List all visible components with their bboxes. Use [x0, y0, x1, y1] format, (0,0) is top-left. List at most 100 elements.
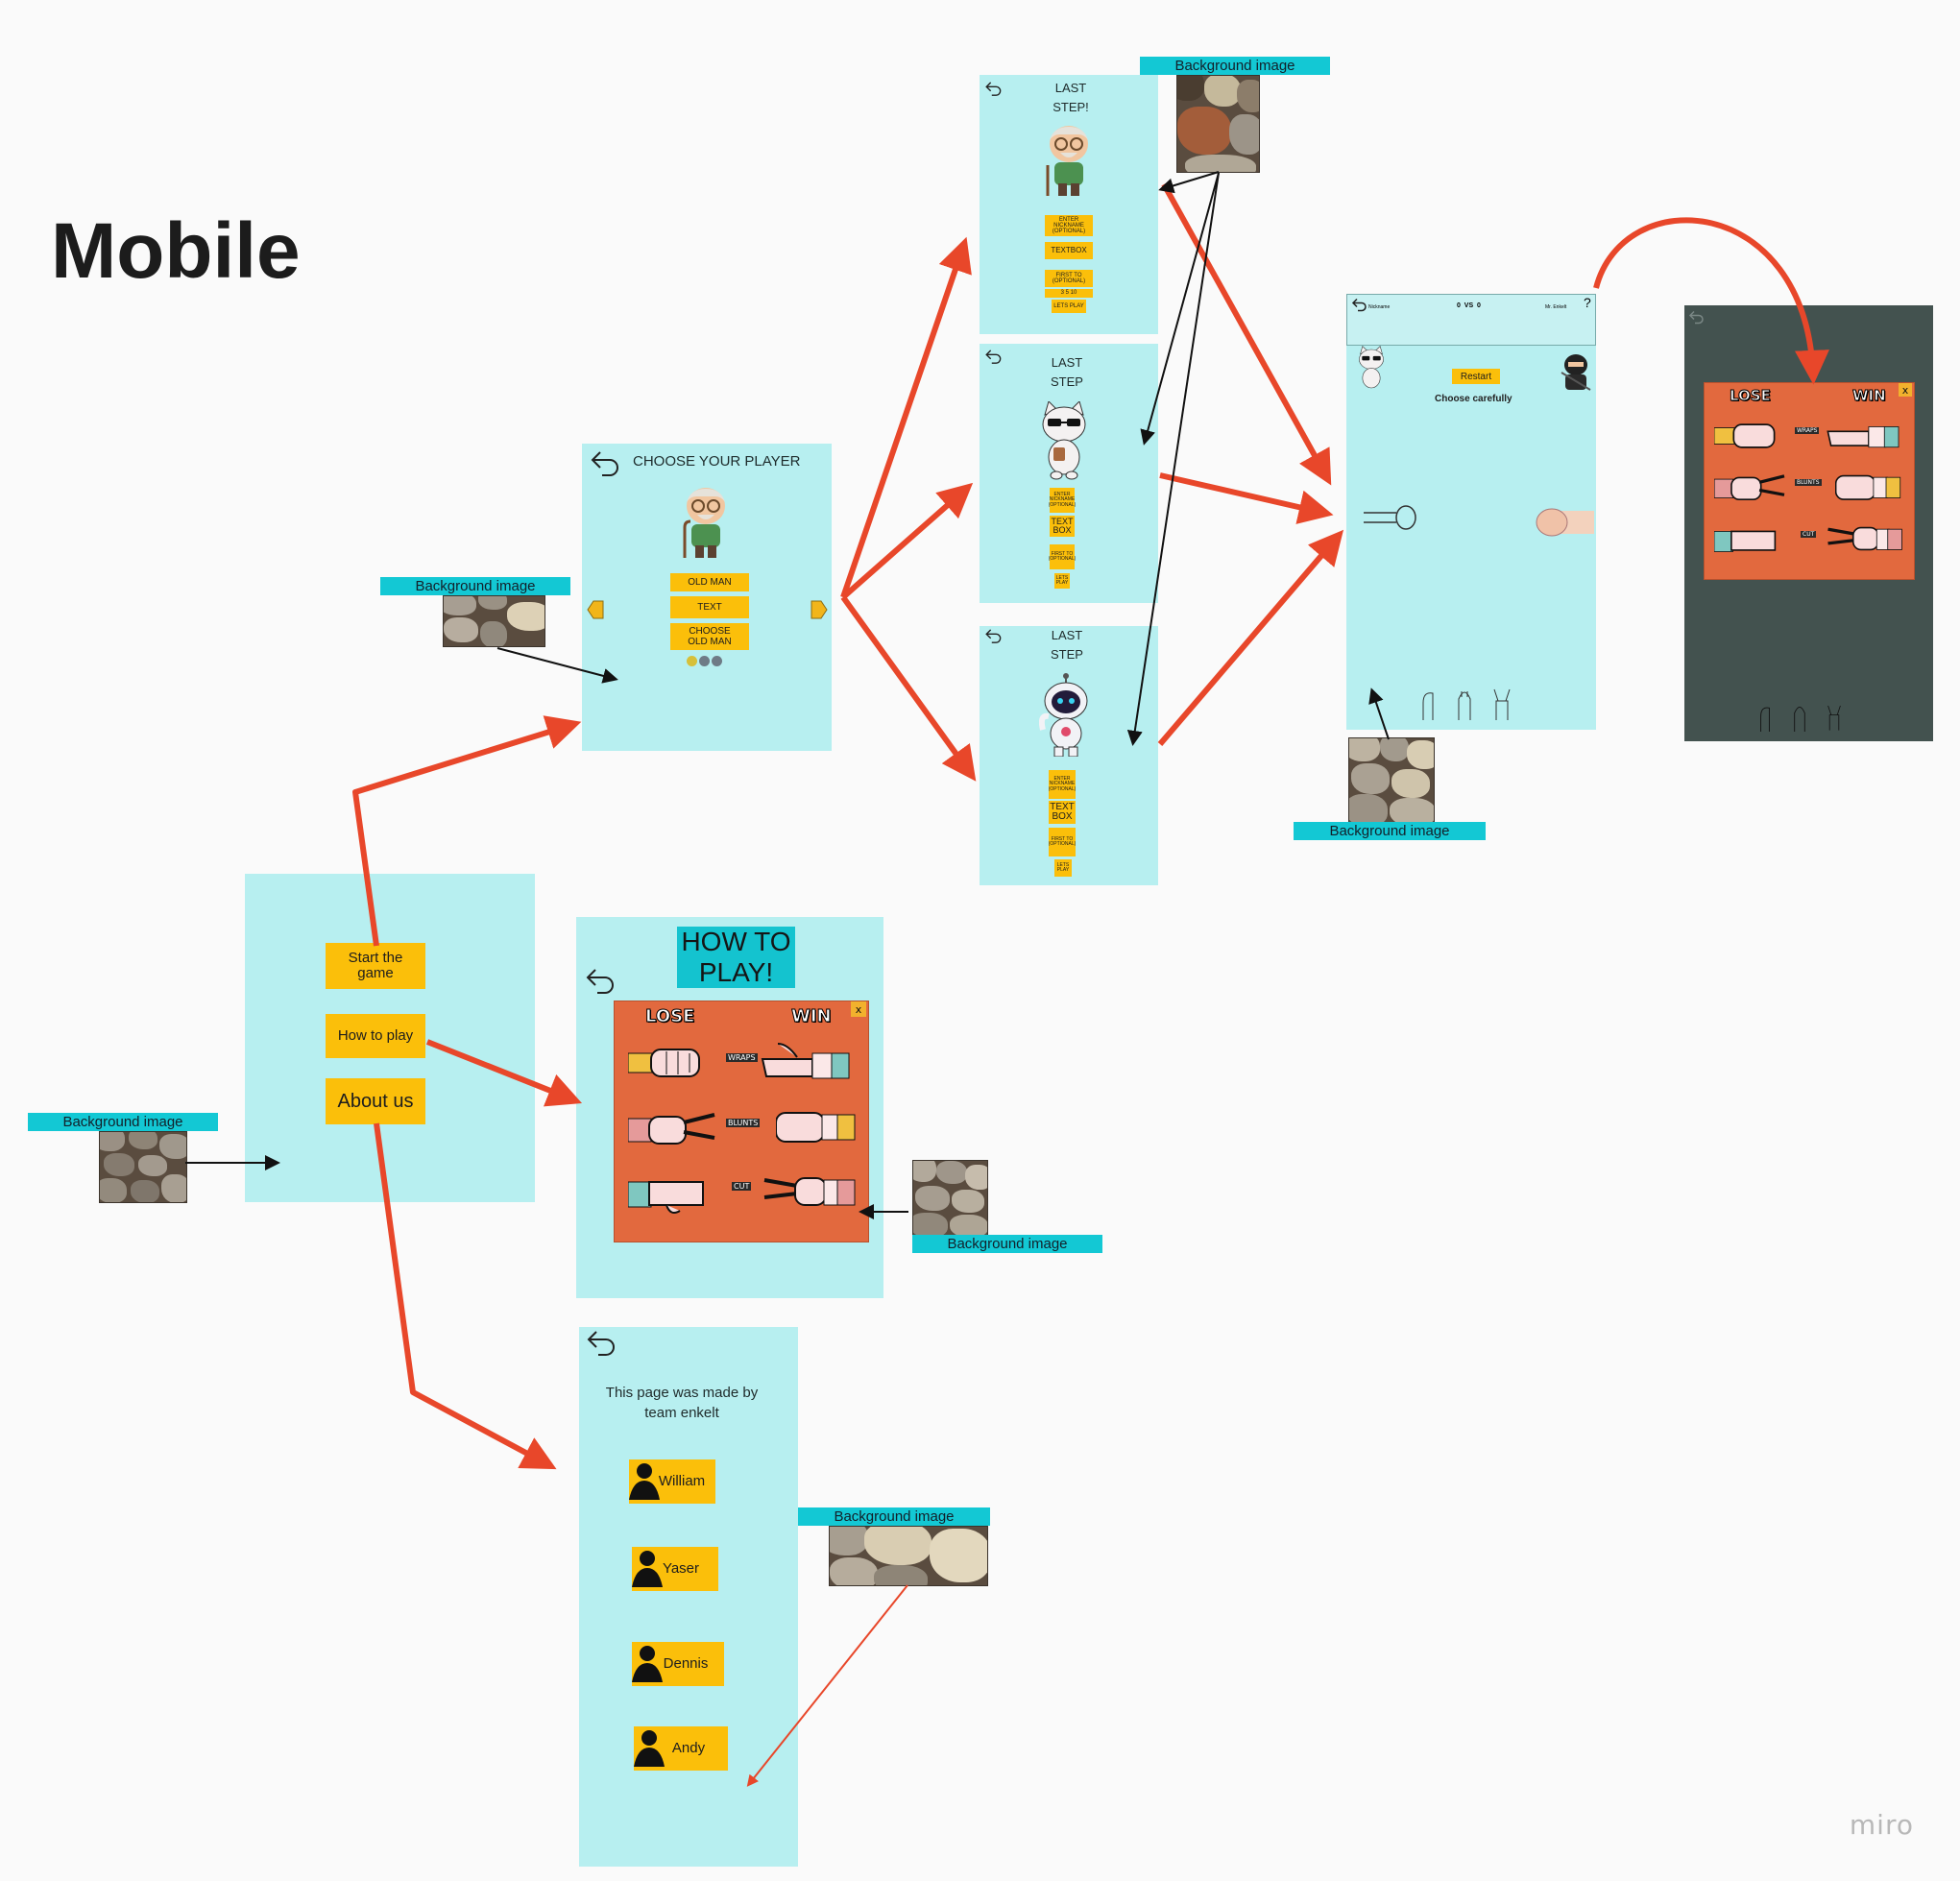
person-silhouette-icon: [634, 1730, 665, 1767]
close-icon[interactable]: x: [851, 1001, 866, 1017]
game-header: Nickname 0 VS 0 Mr. Enkelt ?: [1346, 294, 1596, 346]
win-label: WIN: [1852, 387, 1887, 405]
first-to-label: FIRST TO (OPTIONAL): [1049, 544, 1076, 569]
back-arrow-icon[interactable]: [585, 1327, 619, 1358]
restart-button[interactable]: Restart: [1452, 369, 1500, 384]
about-bg-image: [829, 1526, 988, 1586]
game-bg-tag: Background image: [1294, 822, 1486, 840]
about-text: This page was made by team enkelt: [605, 1385, 759, 1421]
help-icon[interactable]: ?: [1584, 295, 1591, 310]
bg-connector: [1126, 172, 1220, 746]
bg-connector: [1158, 171, 1220, 194]
choose-bg-image: [443, 595, 545, 647]
player-nickname: Nickname: [1368, 304, 1391, 310]
rock-hand-icon: [1835, 474, 1901, 500]
last-step-3-title: LAST STEP: [1051, 628, 1083, 662]
rules-panel: LOSE WIN x WRAPS BLUNTS CUT: [614, 1001, 869, 1242]
person-silhouette-icon: [629, 1463, 660, 1500]
player-text-field[interactable]: TEXT: [670, 596, 749, 618]
choose-old-man-button[interactable]: CHOOSE OLD MAN: [670, 623, 749, 650]
about-bg-tag: Background image: [798, 1507, 990, 1526]
member-name: William: [658, 1472, 706, 1489]
back-arrow-icon[interactable]: [1688, 309, 1706, 325]
game-bg-image: [1348, 737, 1435, 824]
choose-bg-tag: Background image: [380, 577, 570, 595]
flow-arrow: [1593, 217, 1829, 385]
flow-arrow: [1159, 472, 1334, 524]
scissors-sketch-icon: [1364, 505, 1416, 530]
choose-player-title: CHOOSE YOUR PLAYER: [633, 453, 801, 470]
how-to-play-title: HOW TO PLAY!: [677, 927, 795, 988]
last-step-1-frame: LAST STEP! ENTER NICKNAME (OPTIONAL) TEX…: [980, 75, 1158, 334]
cut-label: CUT: [732, 1182, 752, 1191]
scissors-hand-icon: [1714, 474, 1785, 500]
flow-arrow: [1161, 182, 1332, 486]
lets-play-button[interactable]: LETS PLAY: [1052, 300, 1086, 313]
nickname-textbox[interactable]: TEXT BOX: [1050, 516, 1075, 537]
back-arrow-icon[interactable]: [1351, 297, 1368, 312]
rules-panel: LOSE WIN x WRAPS BLUNTS CUT: [1704, 382, 1915, 580]
paper-hand-icon: [1714, 530, 1777, 552]
last-step-3-frame: LAST STEP ENTER NICKNAME (OPTIONAL) TEXT…: [980, 626, 1158, 885]
cat-avatar: [1042, 401, 1086, 480]
lets-play-button[interactable]: LETS PLAY: [1054, 573, 1070, 589]
choose-carefully-text: Choose carefully: [1435, 394, 1512, 404]
nickname-label: ENTER NICKNAME (OPTIONAL): [1049, 488, 1076, 513]
paper-choice-icon[interactable]: [1456, 687, 1473, 720]
fist-icon: [1536, 508, 1594, 537]
cat-avatar: [1359, 346, 1384, 389]
first-to-label: FIRST TO (OPTIONAL): [1049, 828, 1076, 856]
last-step-1-title: LAST STEP!: [1053, 81, 1089, 114]
robot-avatar: [1039, 673, 1088, 757]
member-name: Yaser: [662, 1559, 700, 1577]
member-dennis[interactable]: Dennis: [632, 1642, 724, 1686]
scissors-hand-icon: [628, 1113, 715, 1145]
opponent-name: Mr. Enkelt: [1545, 304, 1567, 310]
miro-watermark: miro: [1849, 1809, 1914, 1841]
scissors-choice-icon[interactable]: [1492, 687, 1512, 720]
bg-connector: [1140, 172, 1220, 446]
right-arrow-icon[interactable]: [811, 600, 828, 619]
member-andy[interactable]: Andy: [634, 1726, 728, 1771]
lets-play-button[interactable]: LETS PLAY: [1054, 859, 1072, 877]
first-to-options[interactable]: 3 5 10: [1045, 289, 1093, 298]
back-arrow-icon[interactable]: [984, 348, 1004, 365]
ninja-avatar: [1561, 354, 1591, 391]
start-bg-image: [99, 1131, 187, 1203]
rock-hand-icon: [628, 1049, 700, 1077]
close-icon[interactable]: x: [1899, 383, 1912, 397]
flow-arrow: [841, 482, 974, 600]
flow-arrow: [840, 236, 972, 598]
left-arrow-icon[interactable]: [587, 600, 604, 619]
person-silhouette-icon: [632, 1551, 663, 1587]
member-william[interactable]: William: [629, 1459, 715, 1504]
back-arrow-icon[interactable]: [984, 627, 1004, 644]
how-to-play-button[interactable]: How to play: [326, 1014, 425, 1058]
wraps-label: WRAPS: [1795, 427, 1820, 434]
paper-hand-icon: [761, 1043, 850, 1079]
carousel-dots: [686, 654, 723, 671]
back-arrow-icon[interactable]: [589, 447, 623, 478]
flow-arrow: [374, 1122, 557, 1470]
bg-connector: [746, 1584, 908, 1787]
rock-choice-icon[interactable]: [1419, 687, 1437, 720]
choose-player-frame: CHOOSE YOUR PLAYER OLD MAN TEXT CHOOSE O…: [582, 444, 832, 751]
member-name: Dennis: [663, 1654, 709, 1672]
back-arrow-icon[interactable]: [984, 80, 1004, 97]
nickname-textbox[interactable]: TEXT BOX: [1049, 801, 1076, 824]
old-man-button[interactable]: OLD MAN: [670, 573, 749, 591]
back-arrow-icon[interactable]: [584, 965, 618, 996]
paper-hand-icon: [1827, 426, 1900, 448]
win-label: WIN: [791, 1006, 833, 1027]
cut-label: CUT: [1801, 531, 1817, 538]
old-man-avatar: [1046, 126, 1088, 196]
game-screen-frame: Nickname 0 VS 0 Mr. Enkelt ? Restart Cho…: [1346, 294, 1596, 730]
start-game-button[interactable]: Start the game: [326, 943, 425, 989]
about-us-button[interactable]: About us: [326, 1078, 425, 1124]
score: 0 VS 0: [1457, 302, 1481, 309]
member-yaser[interactable]: Yaser: [632, 1547, 718, 1591]
bg-connector: [1368, 687, 1390, 740]
nickname-textbox[interactable]: TEXTBOX: [1045, 242, 1093, 259]
flow-arrow: [425, 1039, 583, 1107]
